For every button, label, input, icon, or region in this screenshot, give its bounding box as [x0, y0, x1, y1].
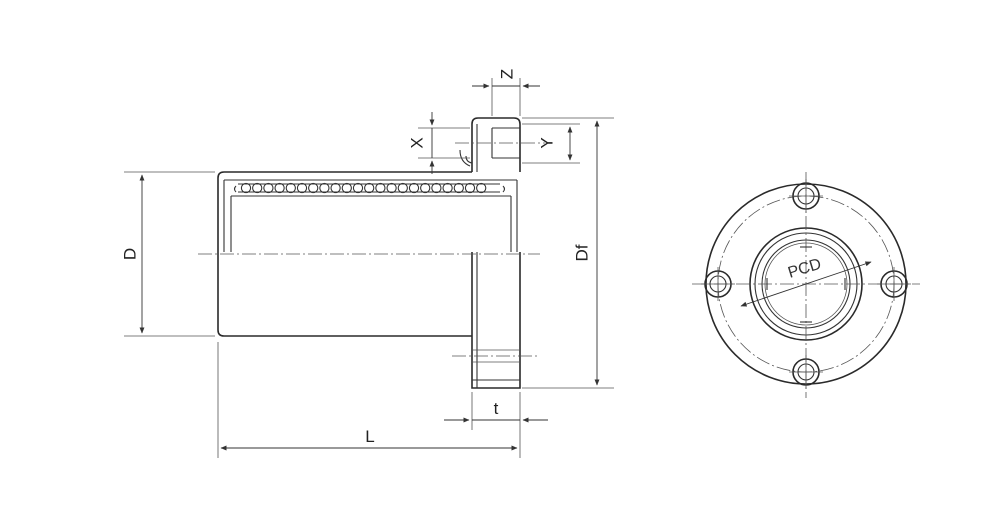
bolt-hole [789, 355, 823, 389]
ball [431, 182, 442, 194]
ball [397, 182, 408, 194]
ball [476, 182, 487, 194]
ball-row [233, 182, 506, 194]
ball [252, 182, 263, 194]
label-Df: Df [572, 244, 591, 261]
label-Y: Y [537, 137, 556, 148]
bolt-holes [701, 179, 911, 389]
label-Z: Z [497, 69, 516, 79]
flange-bolt-detail [459, 117, 521, 172]
ball [341, 182, 352, 194]
bolt-hole [701, 267, 735, 301]
ball [442, 182, 453, 194]
side-view: D L Df t Z X Y [120, 69, 614, 458]
pcd-dimension-line [740, 261, 872, 307]
ball [330, 182, 341, 194]
ball [274, 182, 285, 194]
label-PCD: PCD [786, 256, 823, 282]
ball [296, 182, 308, 194]
ball [285, 182, 296, 194]
sleeve-body [217, 171, 518, 337]
ball [308, 182, 319, 194]
extension-lines [124, 78, 614, 458]
ball [319, 182, 330, 194]
label-D: D [120, 248, 139, 260]
ball [364, 182, 375, 194]
ball [375, 182, 386, 194]
flange [452, 252, 540, 389]
label-L: L [365, 427, 374, 446]
ball [420, 182, 431, 194]
ball [263, 182, 274, 194]
bolt-hole [877, 267, 911, 301]
ball [408, 182, 420, 194]
bolt-hole [789, 179, 823, 213]
ball [453, 182, 464, 194]
label-t: t [494, 399, 499, 418]
ball [464, 182, 476, 194]
ball [386, 182, 397, 194]
front-view: PCD [692, 172, 920, 398]
label-X: X [407, 137, 426, 148]
ball [240, 182, 252, 194]
ball [352, 182, 364, 194]
